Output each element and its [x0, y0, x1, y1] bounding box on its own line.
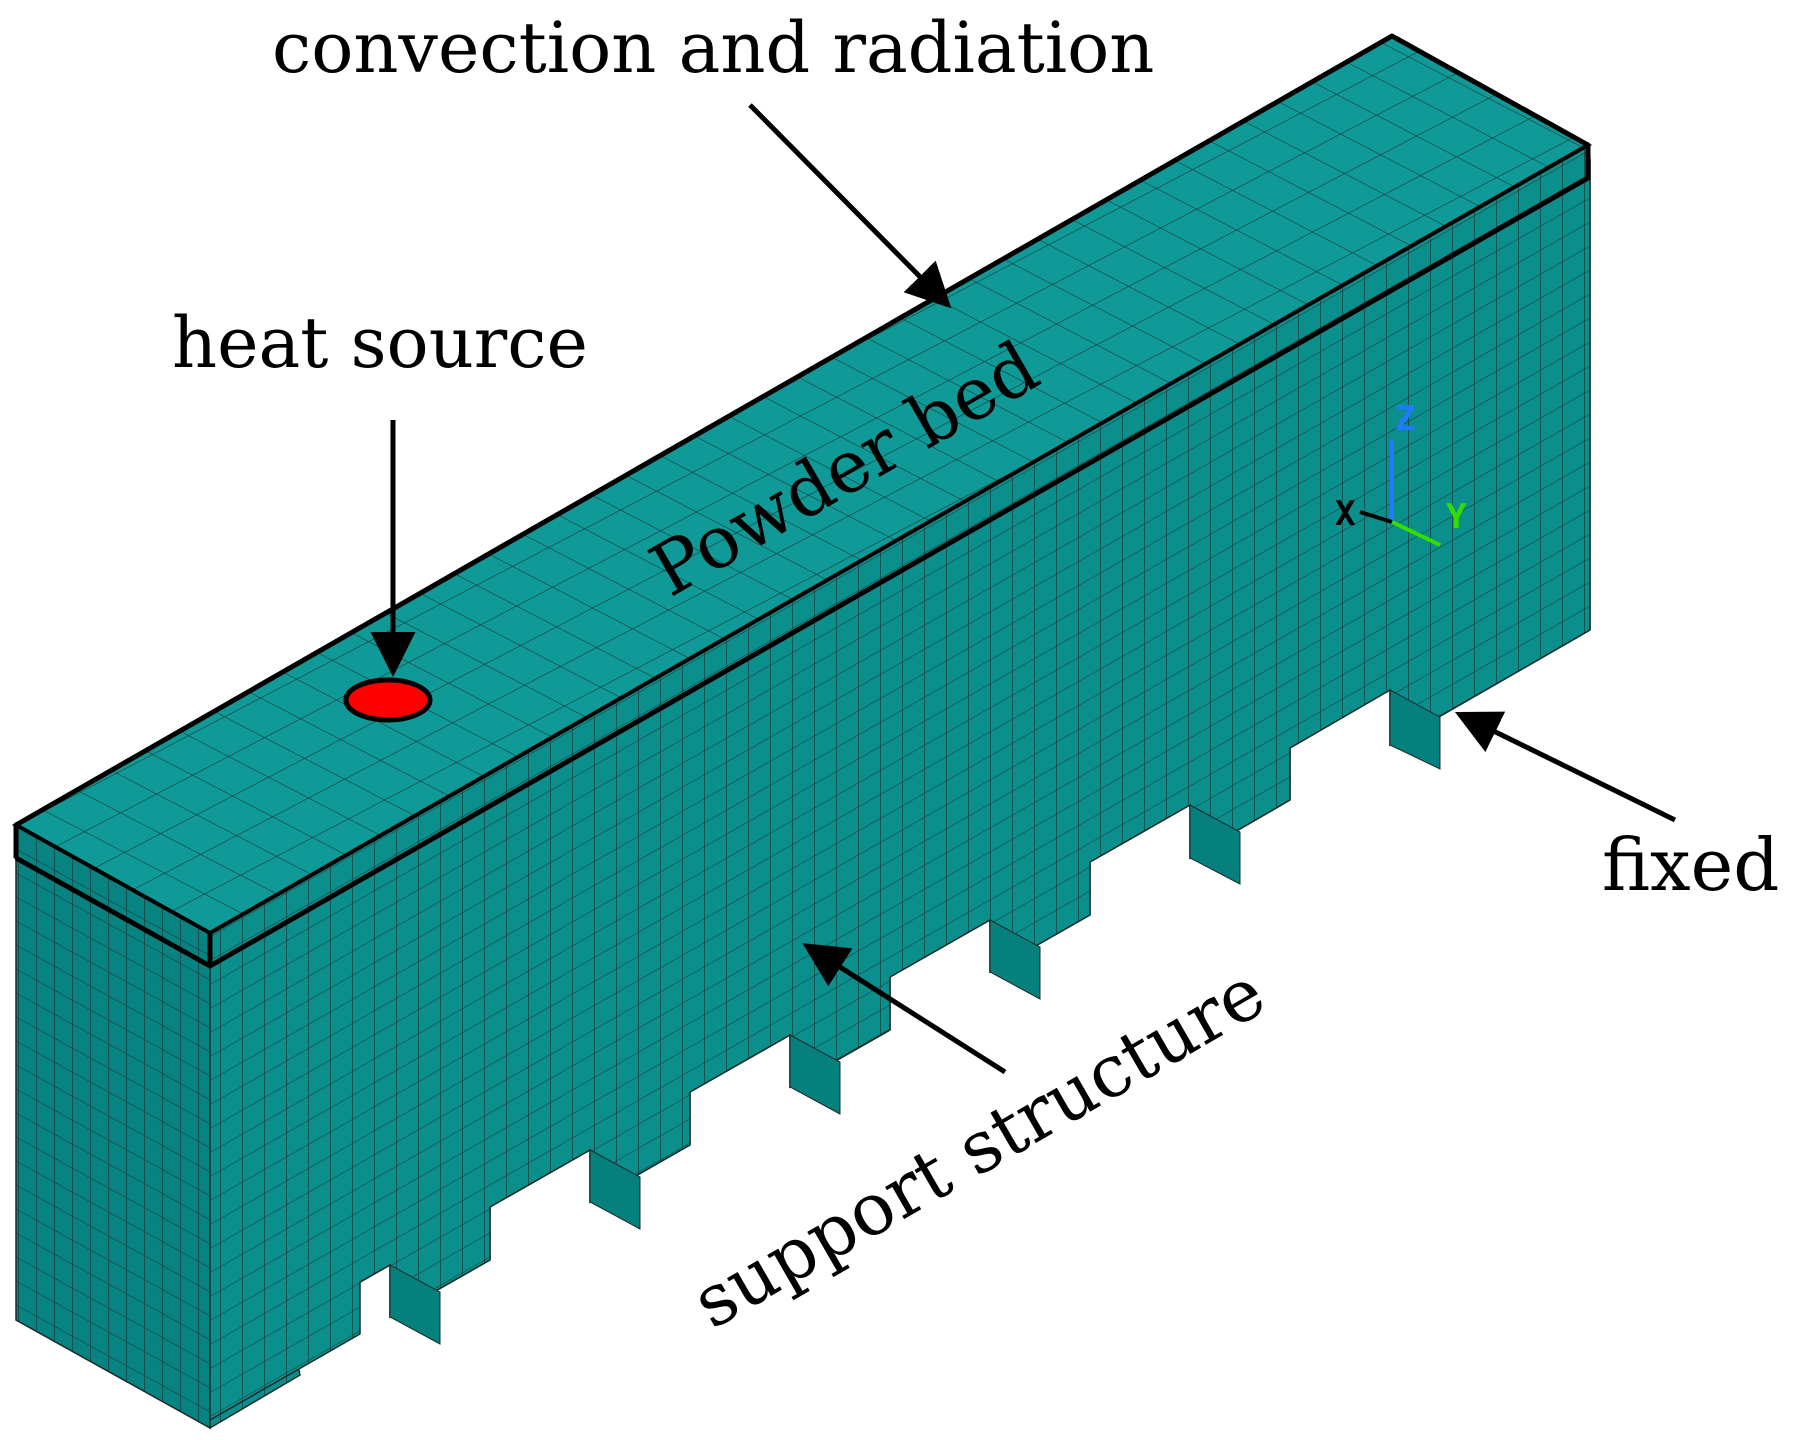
support-arrow	[802, 943, 1007, 1075]
axis-y-line	[1391, 520, 1441, 547]
support-tooth-walls	[389, 689, 1441, 1345]
convection-arrow	[748, 103, 952, 309]
convection-label: convection and radiation	[272, 7, 1154, 89]
axis-y-label: Y	[1446, 497, 1467, 537]
coordinate-axes: Z X Y	[1335, 399, 1467, 547]
heat-source-spot	[343, 677, 433, 723]
axis-x-label: X	[1335, 494, 1356, 534]
axis-x-line	[1359, 510, 1393, 524]
heat-source-label: heat source	[172, 302, 588, 384]
fixed-arrow	[1454, 711, 1677, 823]
axis-z-label: Z	[1395, 399, 1415, 439]
fixed-label: fixed	[1602, 823, 1779, 907]
